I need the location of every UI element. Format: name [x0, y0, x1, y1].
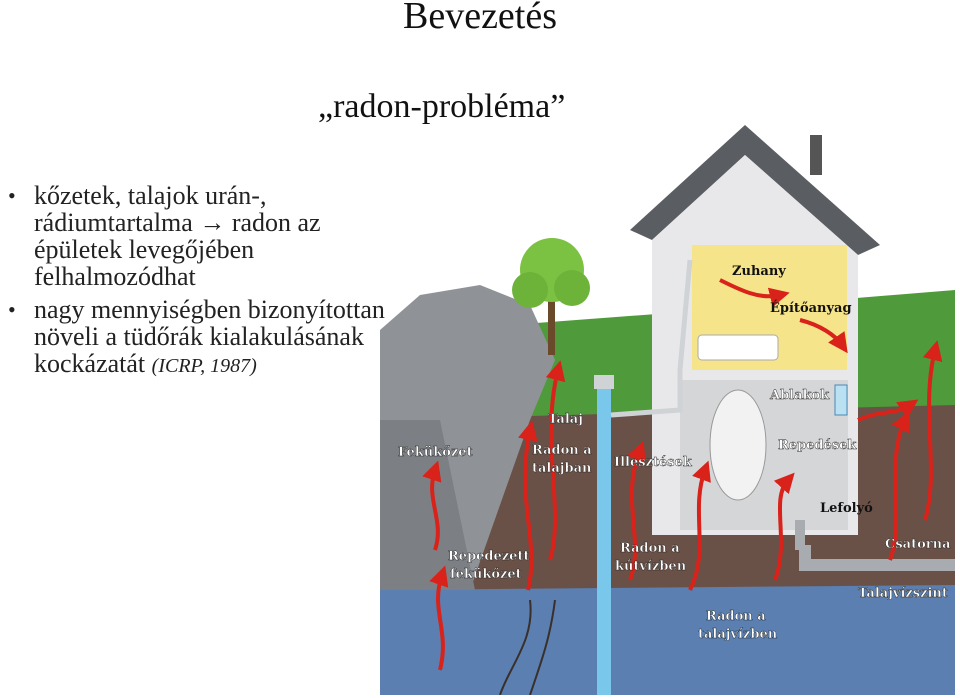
tree-trunk	[548, 295, 555, 355]
crack	[529, 599, 556, 695]
well-pipe	[597, 380, 611, 695]
label-csatorna: Csatorna	[885, 537, 951, 552]
label-epitoanyag: Építőanyag	[770, 300, 852, 316]
window-icon	[834, 384, 848, 416]
water-tank	[709, 389, 767, 501]
water-line	[610, 259, 693, 418]
bathtub	[697, 334, 779, 361]
label-talajvizben-2: talajvízben	[698, 627, 778, 642]
slide-subtitle: „radon-probléma”	[318, 88, 566, 125]
label-repedezett-1: Repedezett	[448, 549, 529, 564]
bullet-list: • kőzetek, talajok urán-, rádiumtartalma…	[8, 182, 388, 386]
label-kutvizben-1: Radon a	[620, 541, 680, 556]
chimney	[810, 135, 822, 175]
groundwater-layer	[380, 585, 955, 695]
tree-crown-part	[554, 270, 590, 306]
radon-diagram: Zuhany Építőanyag Ablakok Talaj Fekükőze…	[380, 125, 955, 695]
tree-crown-part	[512, 272, 548, 308]
house-roof	[630, 125, 880, 255]
bedrock-outcrop-lower	[380, 420, 475, 590]
bullet-text-1: kőzetek, talajok urán-, rádiumtartalma →…	[34, 181, 321, 291]
label-talajvizszint: Talajvízszint	[858, 586, 948, 601]
bullet-dot-icon: •	[8, 297, 16, 322]
label-fekukozet: Fekükőzet	[398, 445, 473, 460]
label-zuhany: Zuhany	[732, 264, 786, 279]
label-radon-talajban-1: Radon a	[532, 443, 592, 458]
slide-title: Bevezetés	[402, 0, 558, 37]
well-cap	[594, 375, 614, 389]
label-illesztesek: Illesztések	[614, 455, 693, 470]
label-talajvizben-1: Radon a	[706, 609, 766, 624]
bullet-dot-icon: •	[8, 183, 16, 208]
label-radon-talajban-2: talajban	[532, 461, 592, 476]
crack	[499, 599, 532, 695]
label-repedezett-2: fekükőzet	[450, 567, 522, 582]
bullet-item-2: • nagy mennyiségben bizonyítottan növeli…	[8, 296, 388, 380]
bullet-item-1: • kőzetek, talajok urán-, rádiumtartalma…	[8, 182, 388, 290]
label-kutvizben-2: kútvízben	[615, 559, 687, 574]
label-repedesek: Repedések	[778, 438, 857, 453]
label-talaj: Talaj	[548, 412, 583, 427]
citation: (ICRP, 1987)	[151, 355, 257, 377]
label-lefolyo: Lefolyó	[820, 501, 873, 516]
label-ablakok: Ablakok	[769, 388, 830, 403]
radon-arrows	[422, 278, 943, 671]
bullet-text-2: nagy mennyiségben bizonyítottan növeli a…	[34, 295, 385, 378]
sewer-pipe	[799, 545, 955, 571]
